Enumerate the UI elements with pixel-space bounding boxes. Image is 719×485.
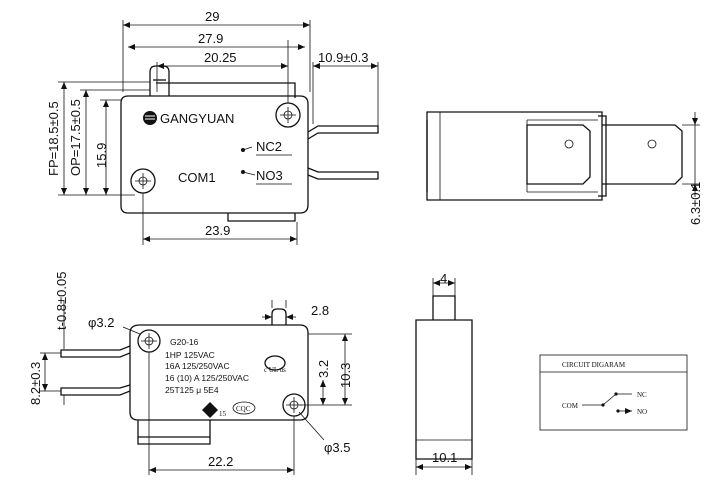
side-terminal-1 [526,124,591,185]
dim-2-8: 2.8 [311,303,329,318]
top-plunger [149,65,170,96]
dim-4: 4 [440,271,447,286]
end-body [415,319,473,460]
dim-phi-3-2: φ3.2 [88,315,115,330]
dim-29: 29 [205,9,219,24]
svg-text:c UL us: c UL us [264,366,286,374]
end-view: 4 10.1 [415,271,473,475]
dim-thickness: t-0.8±0.05 [54,272,69,330]
circuit-box [539,354,688,431]
dim-23-9: 23.9 [205,223,230,238]
dim-phi-3-5: φ3.5 [324,440,351,455]
side-terminal-2 [602,124,683,185]
dim-fp: FP=18.5±0.5 [46,101,61,176]
no-terminal-label: NO3 [256,168,283,183]
circuit-nc-label: NC [637,391,647,399]
dim-op: OP=17.5±0.5 [68,99,83,176]
brand-name: GANGYUAN [160,111,234,126]
side-view: 6.3±0.1 [426,111,703,225]
dim-20-25: 20.25 [204,50,237,65]
circuit-no-label: NO [637,408,647,416]
cqc-cert-icon: CQC [232,401,256,415]
dim-3-2: 3.2 [316,360,331,378]
rating-line-2: 16A 125/250VAC [165,361,230,371]
vde-cert-icon: 15 [202,402,227,418]
dim-6-3: 6.3±0.1 [688,182,703,225]
nc-terminal-label: NC2 [256,139,282,154]
end-plunger [432,295,456,320]
top-lever [156,82,296,98]
circuit-diagram: CIRCUIT DIGARAM COM NC NO [539,354,688,431]
circuit-title: CIRCUIT DIGARAM [562,361,626,369]
terminal-no [307,167,379,180]
top-switch-body [120,95,309,214]
brand-logo-icon [143,111,157,125]
bottom-view: G20-16 1HP 125VAC 16A 125/250VAC 16 (10)… [28,272,353,475]
com-terminal-label: COM1 [178,170,216,185]
dim-15-9: 15.9 [94,143,109,168]
circuit-com-label: COM [562,402,579,410]
terminal-nc [307,125,379,140]
rating-line-4: 25T125 μ 5E4 [165,385,219,395]
bottom-plunger [271,308,287,325]
dim-8-2: 8.2±0.3 [28,362,43,405]
rating-line-1: 1HP 125VAC [165,350,215,360]
svg-text:CQC: CQC [236,405,251,413]
dim-22-2: 22.2 [208,454,233,469]
svg-text:15: 15 [219,410,227,418]
bottom-terminal-com [137,420,211,445]
model-number: G20-16 [170,337,199,347]
dim-10-9: 10.9±0.3 [318,50,369,65]
rating-line-3: 16 (10) A 125/250VAC [165,373,249,383]
bottom-terminal-lower [60,384,131,396]
top-view: GANGYUAN NC2 NO3 COM1 29 27.9 20.25 10.9… [46,9,379,245]
terminal-com [227,213,296,222]
bottom-terminal-upper [60,345,131,358]
dim-27-9: 27.9 [198,31,223,46]
dim-10-3: 10.3 [338,363,353,388]
ul-cert-icon: c UL us [264,355,286,374]
dim-10-1: 10.1 [432,450,457,465]
